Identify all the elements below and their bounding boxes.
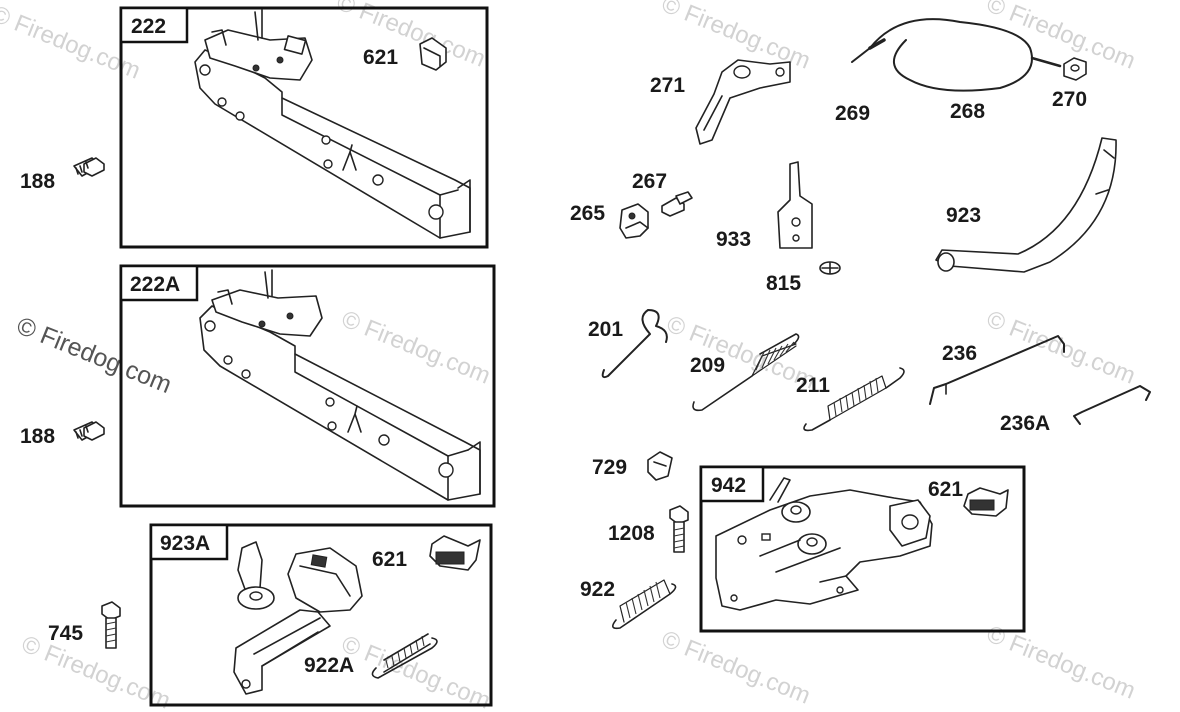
label-621: 621: [363, 46, 398, 69]
bolt-1208: [669, 505, 689, 553]
label-236a: 236A: [1000, 412, 1050, 435]
label-188: 188: [20, 170, 55, 193]
label-922a: 922A: [304, 654, 354, 677]
bracket-933: [777, 161, 813, 249]
box-942-number: 942: [711, 474, 746, 497]
nut-270: [1063, 57, 1087, 81]
rod-236a: [1073, 385, 1151, 425]
clip-729: [647, 451, 673, 481]
label-268: 268: [950, 100, 985, 123]
box-923a: 923A 621 922A: [149, 523, 493, 707]
spring-922: [612, 579, 677, 630]
control-plate-942: [715, 477, 933, 611]
watermark: © Firedog.com: [338, 631, 494, 712]
lever-271: [695, 59, 791, 145]
governor-lever-923a: [233, 541, 363, 695]
label-209: 209: [690, 354, 725, 377]
screw-188: [73, 421, 105, 441]
watermark: © Firedog.com: [338, 306, 494, 390]
watermark: © Firedog.com: [983, 0, 1139, 75]
band-923: [935, 137, 1117, 273]
screw-815: [819, 261, 841, 275]
label-933: 933: [716, 228, 751, 251]
control-bracket-222: [194, 9, 471, 239]
label-188: 188: [20, 425, 55, 448]
label-270: 270: [1052, 88, 1087, 111]
box-222-tag: [119, 6, 189, 44]
box-942-tag: [699, 465, 765, 503]
label-923: 923: [946, 204, 981, 227]
spring-922a: [371, 633, 438, 679]
label-745: 745: [48, 622, 83, 645]
label-621: 621: [372, 548, 407, 571]
box-222a-frame: [119, 264, 496, 508]
clip-621: [963, 487, 1009, 517]
box-222a-tag: [119, 264, 199, 302]
screw-267: [661, 191, 693, 217]
label-922: 922: [580, 578, 615, 601]
box-222a: 222A: [119, 264, 496, 508]
spring-209: [692, 333, 800, 412]
label-265: 265: [570, 202, 605, 225]
box-923a-number: 923A: [160, 532, 210, 555]
watermark: © Firedog.com: [983, 621, 1139, 705]
clip-621: [419, 37, 447, 71]
screw-188: [73, 157, 105, 177]
label-815: 815: [766, 272, 801, 295]
block-265: [619, 203, 649, 239]
box-222-number: 222: [131, 15, 166, 38]
bolt-745: [101, 601, 121, 649]
spring-201: [601, 309, 668, 379]
spring-211: [803, 367, 905, 432]
watermark: © Firedog.com: [333, 0, 489, 73]
rod-236: [929, 335, 1065, 405]
watermark: © Firedog.com: [983, 306, 1139, 390]
box-222a-number: 222A: [130, 273, 180, 296]
cable-268: [851, 18, 1062, 92]
box-923a-tag: [149, 523, 229, 561]
label-729: 729: [592, 456, 627, 479]
control-bracket-222a: [199, 269, 481, 501]
label-1208: 1208: [608, 522, 655, 545]
label-236: 236: [942, 342, 977, 365]
box-923a-frame: [149, 523, 493, 707]
label-201: 201: [588, 318, 623, 341]
box-222-frame: [119, 6, 489, 249]
label-211: 211: [796, 374, 830, 397]
box-942-frame: [699, 465, 1026, 633]
clip-621: [429, 535, 481, 571]
label-267: 267: [632, 170, 667, 193]
watermark: © Firedog.com: [658, 626, 814, 710]
box-222: 222 621: [119, 6, 489, 249]
watermark: © Firedog.com: [13, 312, 176, 400]
label-621: 621: [928, 478, 963, 501]
box-942: 942 621: [699, 465, 1026, 633]
label-271: 271: [650, 74, 685, 97]
label-269: 269: [835, 102, 870, 125]
